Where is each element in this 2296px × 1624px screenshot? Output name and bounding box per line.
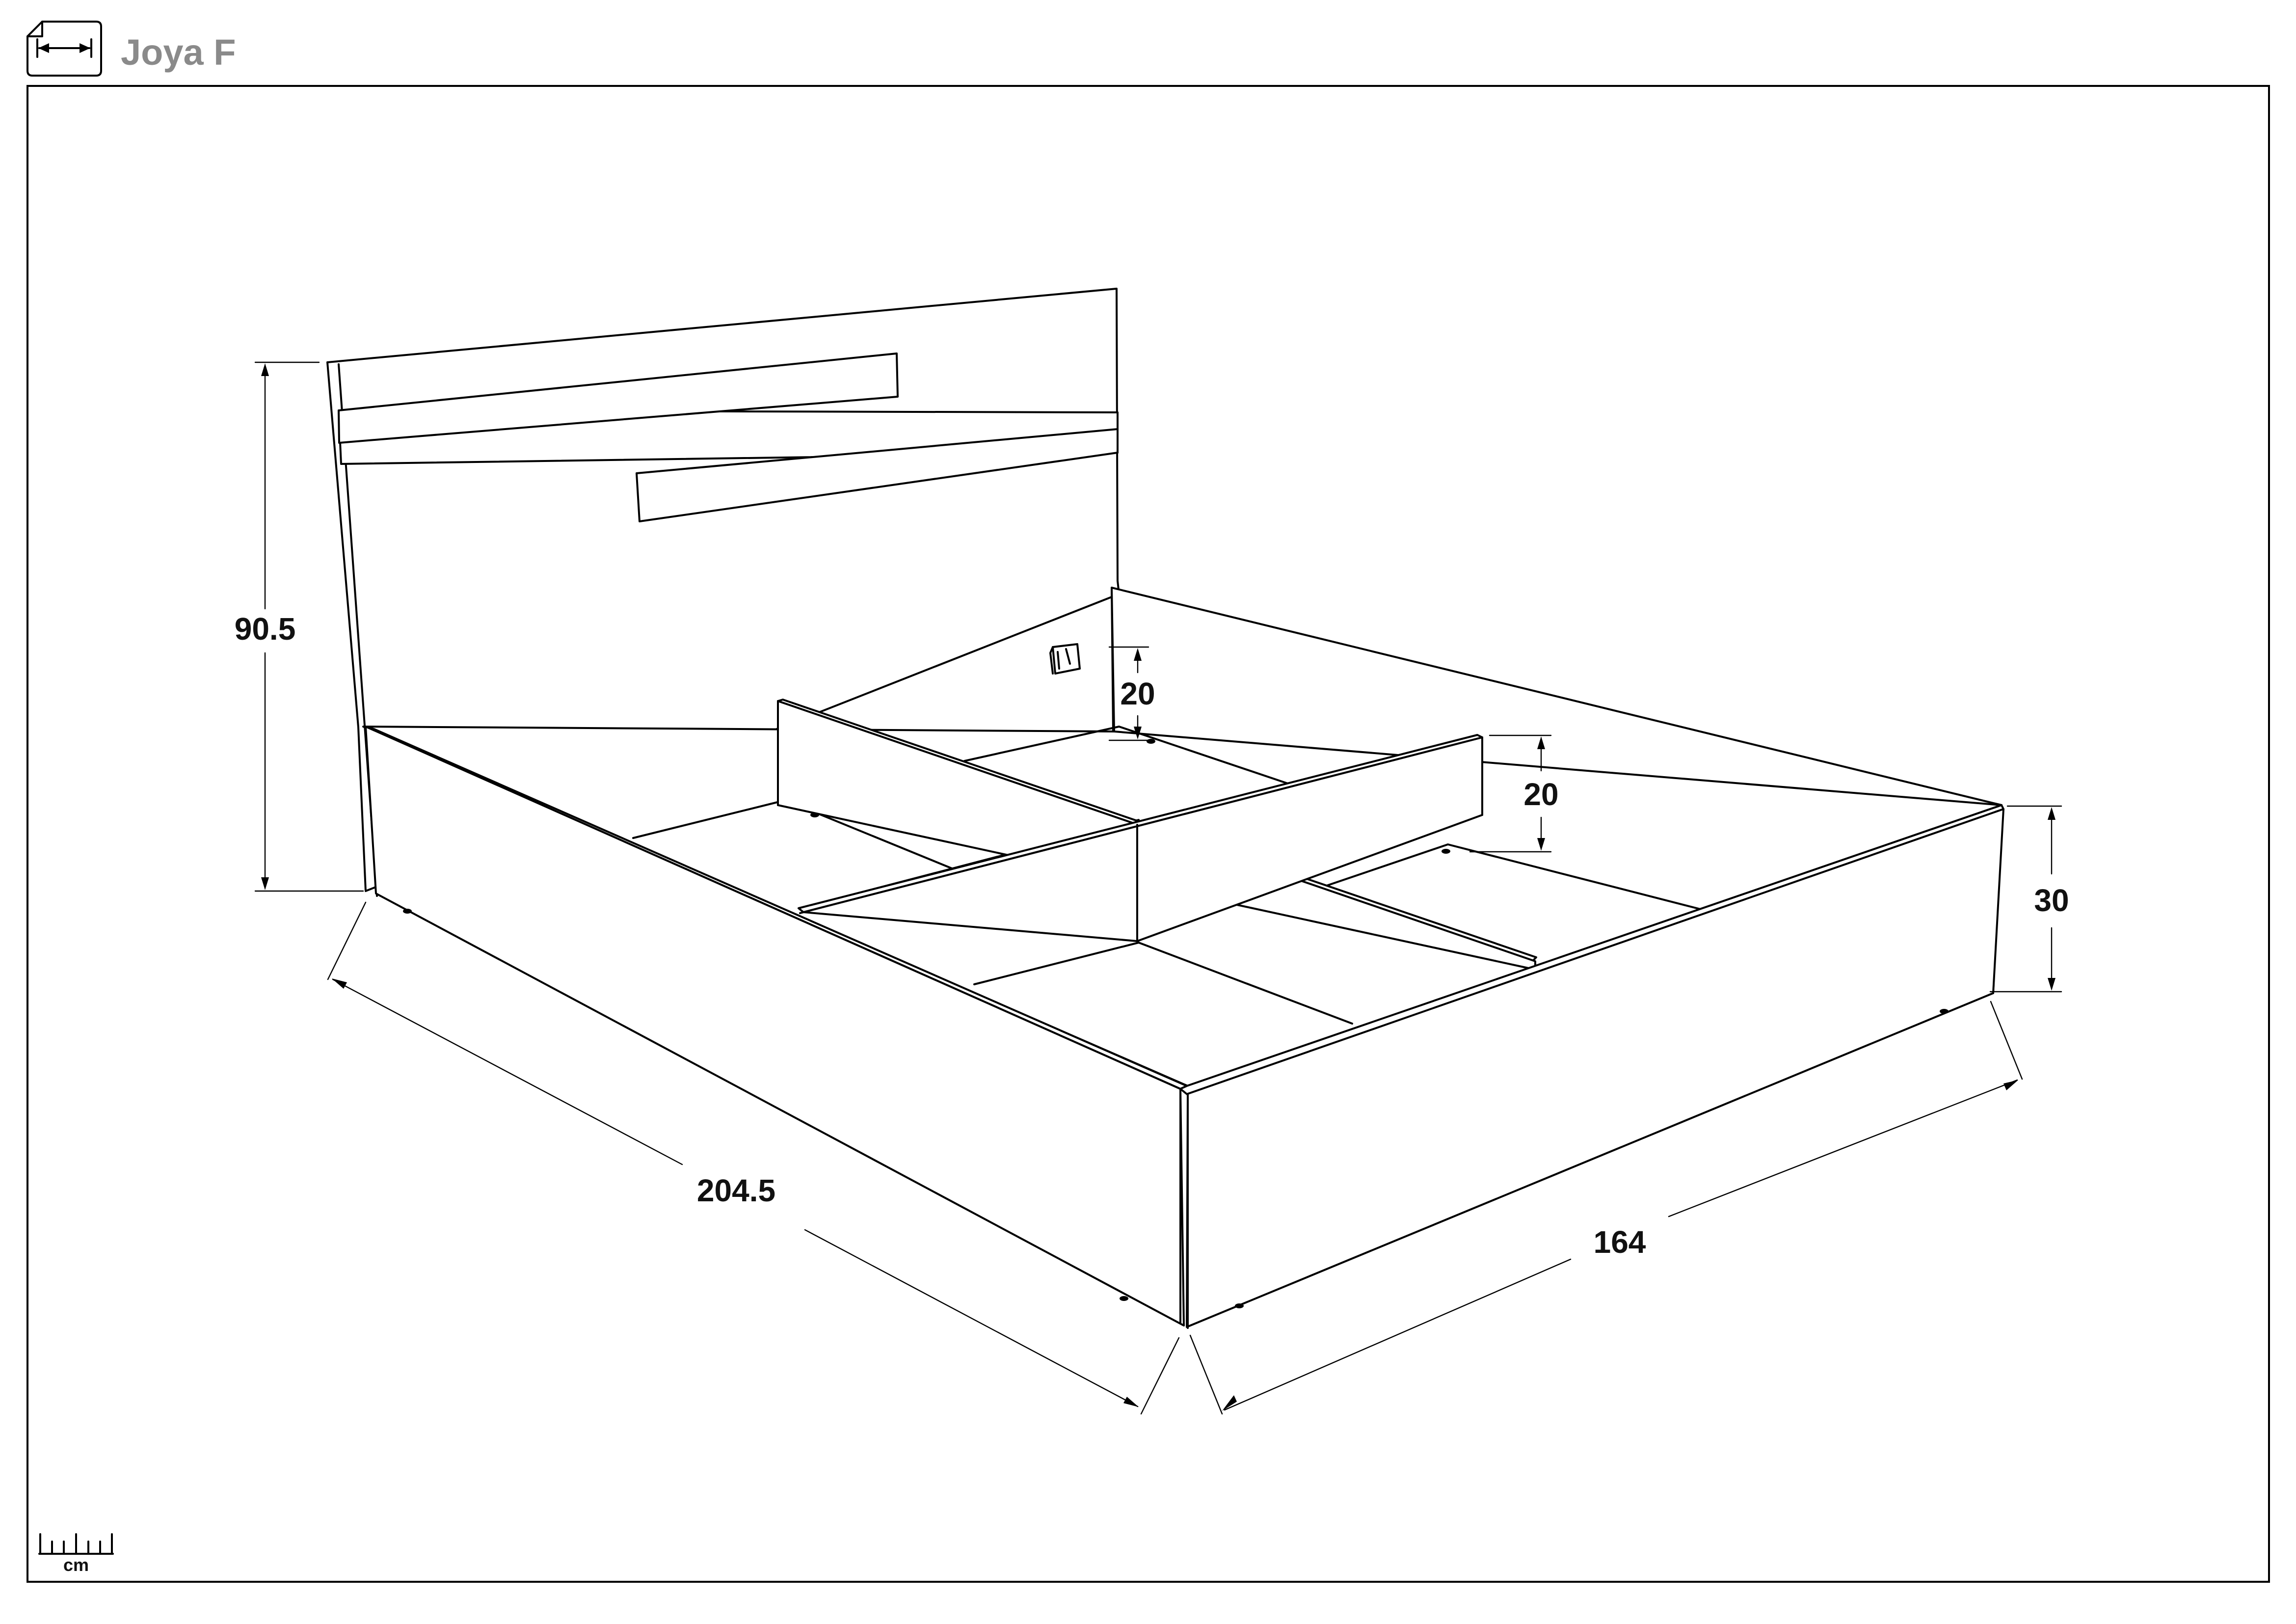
dim-label-inner-panel-height: 20 [1523,777,1558,812]
dim-label-frame-height: 30 [2034,883,2069,918]
ruler-icon [38,1533,114,1555]
dim-width [1189,1001,2023,1415]
dimension-icon [27,21,102,77]
near-side-rail [365,726,1188,1326]
product-title: Joya F [121,32,236,73]
cross-divider [798,734,1483,942]
bed-drawing [326,288,2004,1329]
dim-label-width: 164 [1594,1224,1646,1260]
dim-label-divider-height: 20 [1120,676,1155,711]
dim-headboard-height [254,361,364,892]
socket-icon [1049,643,1081,675]
dim-length [327,901,1180,1415]
dim-label-length: 204.5 [697,1173,775,1208]
dim-label-headboard-height: 90.5 [235,611,296,647]
scale-unit-label: cm [63,1555,89,1575]
drawing-frame [27,85,2270,1583]
dim-frame-height [1989,805,2062,993]
dim-inner-panel-height [1469,734,1552,853]
foot-board [1179,804,2004,1329]
dimension-lines: 90.5 204.5 164 [235,361,2069,1415]
dim-divider-height [1108,646,1149,741]
